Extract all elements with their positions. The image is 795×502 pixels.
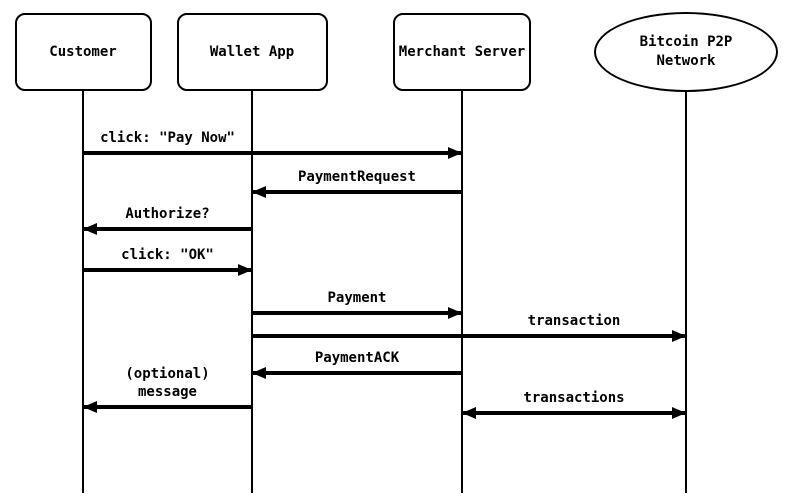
arrowhead-left-6 [252,367,266,379]
message-line-7 [83,405,252,409]
actor-customer: Customer [14,13,152,91]
lifeline-wallet [251,89,253,493]
lifeline-p2p [685,90,687,493]
message-label-5: transaction [527,313,621,329]
message-label-8: transactions [523,390,625,406]
message-line-4 [252,311,462,315]
arrowhead-right-0 [448,147,462,159]
actor-label-p2p: Bitcoin P2P Network [639,34,733,69]
message-label-2: Authorize? [125,206,210,222]
actor-merchant: Merchant Server [393,13,531,91]
message-line-8 [462,411,686,415]
message-line-2 [83,227,252,231]
arrowhead-left-8 [462,407,476,419]
message-line-0 [83,151,462,155]
message-line-1 [252,190,462,194]
message-label-4: Payment [327,290,387,306]
message-label-6: PaymentACK [314,350,400,366]
arrowhead-left-2 [83,223,97,235]
message-line-3 [83,268,252,272]
arrowhead-right-8 [672,407,686,419]
actor-p2p: Bitcoin P2P Network [594,12,778,92]
arrowhead-right-4 [448,307,462,319]
actor-label-customer: Customer [49,43,117,60]
message-label-1: PaymentRequest [297,169,416,185]
arrowhead-right-3 [238,264,252,276]
message-label-0: click: "Pay Now" [100,130,235,146]
lifeline-merchant [461,89,463,493]
message-label-7: (optional) message [125,366,210,400]
actor-label-wallet: Wallet App [209,43,295,60]
message-line-5 [252,334,686,338]
actor-label-merchant: Merchant Server [398,43,526,60]
arrowhead-right-5 [672,330,686,342]
lifeline-customer [82,89,84,493]
actor-wallet: Wallet App [176,13,328,91]
message-line-6 [252,371,462,375]
arrowhead-left-1 [252,186,266,198]
message-label-3: click: "OK" [121,247,214,263]
arrowhead-left-7 [83,401,97,413]
